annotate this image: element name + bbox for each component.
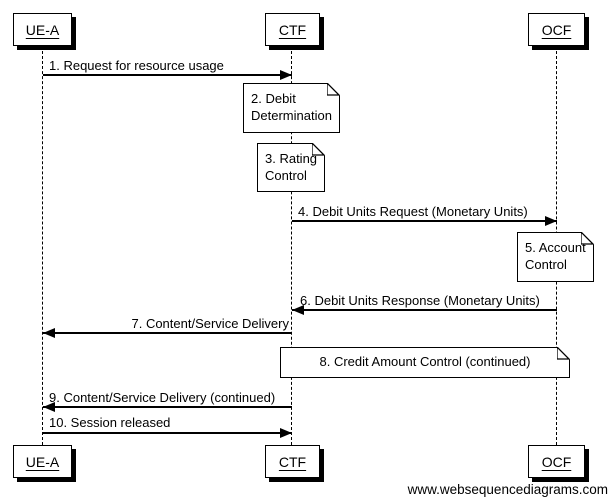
actor-label-ctf: CTF	[278, 453, 307, 470]
message-7-label: 7. Content/Service Delivery	[131, 316, 289, 331]
actor-box-ue-a-bottom: UE-A	[13, 445, 72, 478]
note-2-line1: 2. Debit	[251, 91, 296, 106]
actor-box-ocf-top: OCF	[528, 13, 585, 46]
message-1-label: 1. Request for resource usage	[49, 58, 224, 73]
note-fold-icon	[312, 142, 326, 156]
message-9-line	[43, 406, 292, 408]
message-10-line	[43, 432, 292, 434]
message-7-line	[43, 332, 292, 334]
note-2: 2. Debit Determination	[243, 82, 341, 133]
note-fold-icon	[557, 346, 571, 360]
actor-box-ocf-bottom: OCF	[528, 445, 585, 478]
lifeline-ctf	[291, 46, 293, 445]
note-3-line1: 3. Rating	[265, 151, 318, 166]
note-8-line1: 8. Credit Amount Control (continued)	[319, 354, 531, 369]
message-6-label: 6. Debit Units Response (Monetary Units)	[300, 293, 540, 308]
note-5-line2: Control	[525, 257, 567, 272]
lifeline-ue-a	[42, 46, 44, 445]
message-10-label: 10. Session released	[49, 415, 171, 430]
watermark: www.websequencediagrams.com	[407, 482, 608, 497]
note-fold-icon	[581, 231, 595, 245]
message-10-arrowhead-icon	[280, 427, 292, 438]
note-fold-icon	[327, 82, 341, 96]
message-1-line	[43, 74, 292, 76]
note-2-line2: Determination	[251, 108, 332, 123]
message-4-line	[292, 220, 557, 222]
actor-label-ctf: CTF	[278, 21, 307, 38]
message-7-arrowhead-icon	[43, 327, 55, 338]
note-5: 5. Account Control	[517, 231, 595, 282]
message-4-label: 4. Debit Units Request (Monetary Units)	[298, 204, 528, 219]
actor-label-ocf: OCF	[541, 453, 572, 470]
note-3: 3. Rating Control	[257, 142, 326, 192]
note-3-line2: Control	[265, 168, 307, 183]
message-6-line	[292, 309, 557, 311]
actor-box-ue-a-top: UE-A	[13, 13, 72, 46]
note-8: 8. Credit Amount Control (continued)	[280, 346, 571, 378]
actor-box-ctf-bottom: CTF	[265, 445, 320, 478]
message-4-arrowhead-icon	[545, 215, 557, 226]
actor-label-ue-a: UE-A	[25, 453, 60, 470]
message-9-arrowhead-icon	[43, 401, 55, 412]
actor-label-ocf: OCF	[541, 21, 572, 38]
message-6-arrowhead-icon	[292, 304, 304, 315]
actor-box-ctf-top: CTF	[265, 13, 320, 46]
actor-label-ue-a: UE-A	[25, 21, 60, 38]
message-1-arrowhead-icon	[280, 69, 292, 80]
note-5-line1: 5. Account	[525, 240, 586, 255]
message-9-label: 9. Content/Service Delivery (continued)	[49, 390, 276, 405]
